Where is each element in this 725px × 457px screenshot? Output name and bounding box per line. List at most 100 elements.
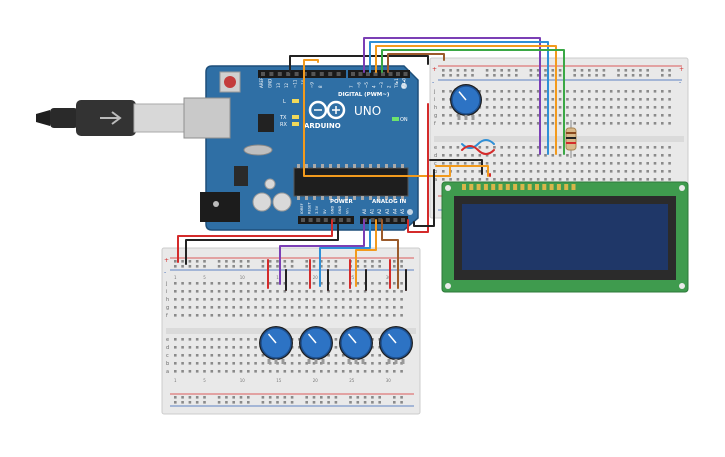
breadboard-hole[interactable] — [371, 282, 374, 285]
breadboard-hole[interactable] — [573, 178, 576, 181]
header-pin-hole[interactable] — [311, 72, 316, 76]
breadboard-hole[interactable] — [668, 114, 671, 117]
breadboard-hole[interactable] — [515, 106, 518, 109]
breadboard-hole[interactable] — [276, 306, 279, 309]
breadboard-hole[interactable] — [507, 106, 511, 109]
wire-brown[interactable] — [387, 53, 445, 73]
breadboard-hole[interactable] — [653, 106, 657, 109]
breadboard-hole[interactable] — [203, 314, 206, 317]
breadboard-hole[interactable] — [639, 170, 642, 173]
rail-hole[interactable] — [617, 69, 620, 72]
breadboard-hole[interactable] — [661, 170, 664, 173]
breadboard-hole[interactable] — [312, 282, 316, 285]
breadboard-hole[interactable] — [195, 290, 199, 293]
rail-hole[interactable] — [536, 74, 540, 77]
breadboard-hole[interactable] — [566, 178, 569, 181]
breadboard-hole[interactable] — [639, 162, 642, 165]
breadboard-hole[interactable] — [449, 178, 452, 181]
breadboard-hole[interactable] — [449, 114, 452, 117]
breadboard-hole[interactable] — [210, 282, 214, 285]
breadboard-hole[interactable] — [283, 362, 287, 365]
rail-hole[interactable] — [203, 265, 206, 268]
wire-orange[interactable] — [303, 59, 451, 177]
breadboard-hole[interactable] — [463, 162, 467, 165]
breadboard-hole[interactable] — [507, 90, 511, 93]
breadboard-hole[interactable] — [653, 170, 657, 173]
breadboard-hole[interactable] — [247, 290, 250, 293]
breadboard-hole[interactable] — [298, 338, 301, 341]
rail-hole[interactable] — [312, 265, 316, 268]
breadboard-hole[interactable] — [595, 122, 598, 125]
breadboard-hole[interactable] — [188, 362, 192, 365]
breadboard-hole[interactable] — [261, 298, 265, 301]
breadboard-hole[interactable] — [507, 162, 511, 165]
breadboard-hole[interactable] — [558, 98, 562, 101]
wire-a0-purple[interactable] — [279, 219, 365, 285]
header-pin-hole[interactable] — [366, 72, 370, 76]
header-pin-hole[interactable] — [301, 218, 305, 222]
wire-lcd-black[interactable] — [429, 159, 483, 175]
breadboard-hole[interactable] — [500, 114, 503, 117]
breadboard-hole[interactable] — [661, 178, 664, 181]
rail-hole[interactable] — [268, 401, 272, 404]
breadboard-hole[interactable] — [225, 298, 228, 301]
breadboard-hole[interactable] — [631, 162, 635, 165]
breadboard-hole[interactable] — [217, 338, 221, 341]
rail-hole[interactable] — [225, 260, 228, 263]
breadboard-hole[interactable] — [500, 106, 503, 109]
rail-hole[interactable] — [356, 265, 360, 268]
breadboard-hole[interactable] — [312, 306, 316, 309]
rail-hole[interactable] — [174, 260, 177, 263]
breadboard-hole[interactable] — [371, 290, 374, 293]
rail-hole[interactable] — [588, 69, 591, 72]
breadboard-hole[interactable] — [261, 314, 265, 317]
lcd-pin-header[interactable] — [462, 184, 576, 190]
rail-hole[interactable] — [356, 396, 360, 399]
rail-hole[interactable] — [195, 396, 199, 399]
breadboard-hole[interactable] — [276, 370, 279, 373]
rail-hole[interactable] — [668, 74, 671, 77]
breadboard-hole[interactable] — [181, 338, 184, 341]
rail-hole[interactable] — [363, 401, 367, 404]
breadboard-hole[interactable] — [378, 362, 381, 365]
breadboard-hole[interactable] — [327, 290, 330, 293]
rail-hole[interactable] — [471, 69, 474, 72]
breadboard-hole[interactable] — [261, 290, 265, 293]
breadboard-hole[interactable] — [478, 154, 482, 157]
breadboard-hole[interactable] — [247, 314, 250, 317]
breadboard-hole[interactable] — [602, 122, 606, 125]
rail-hole[interactable] — [320, 396, 323, 399]
breadboard-hole[interactable] — [558, 90, 562, 93]
rail-hole[interactable] — [646, 69, 649, 72]
breadboard-hole[interactable] — [661, 122, 664, 125]
breadboard-hole[interactable] — [624, 154, 628, 157]
breadboard-hole[interactable] — [551, 162, 555, 165]
header-pin-hole[interactable] — [336, 72, 341, 76]
rail-hole[interactable] — [624, 74, 628, 77]
breadboard-hole[interactable] — [631, 154, 635, 157]
potentiometers[interactable] — [259, 84, 482, 364]
breadboard-hole[interactable] — [290, 306, 294, 309]
breadboard-hole[interactable] — [580, 162, 584, 165]
rail-hole[interactable] — [268, 396, 272, 399]
breadboard-hole[interactable] — [312, 362, 316, 365]
rail-hole[interactable] — [449, 74, 452, 77]
rail-hole[interactable] — [551, 69, 555, 72]
breadboard-hole[interactable] — [327, 306, 330, 309]
rail-hole[interactable] — [225, 265, 228, 268]
breadboard-hole[interactable] — [661, 90, 664, 93]
breadboard-hole[interactable] — [203, 298, 206, 301]
rail-hole[interactable] — [203, 396, 206, 399]
breadboard-hole[interactable] — [254, 306, 257, 309]
rail-hole[interactable] — [327, 401, 330, 404]
breadboard-hole[interactable] — [174, 282, 177, 285]
breadboard-hole[interactable] — [566, 154, 569, 157]
breadboard-hole[interactable] — [485, 90, 489, 93]
breadboard-hole[interactable] — [551, 178, 555, 181]
breadboard-hole[interactable] — [653, 98, 657, 101]
breadboard-hole[interactable] — [449, 146, 452, 149]
breadboard-hole[interactable] — [646, 154, 649, 157]
breadboard-hole[interactable] — [371, 370, 374, 373]
rail-hole[interactable] — [602, 69, 606, 72]
rail-hole[interactable] — [195, 265, 199, 268]
